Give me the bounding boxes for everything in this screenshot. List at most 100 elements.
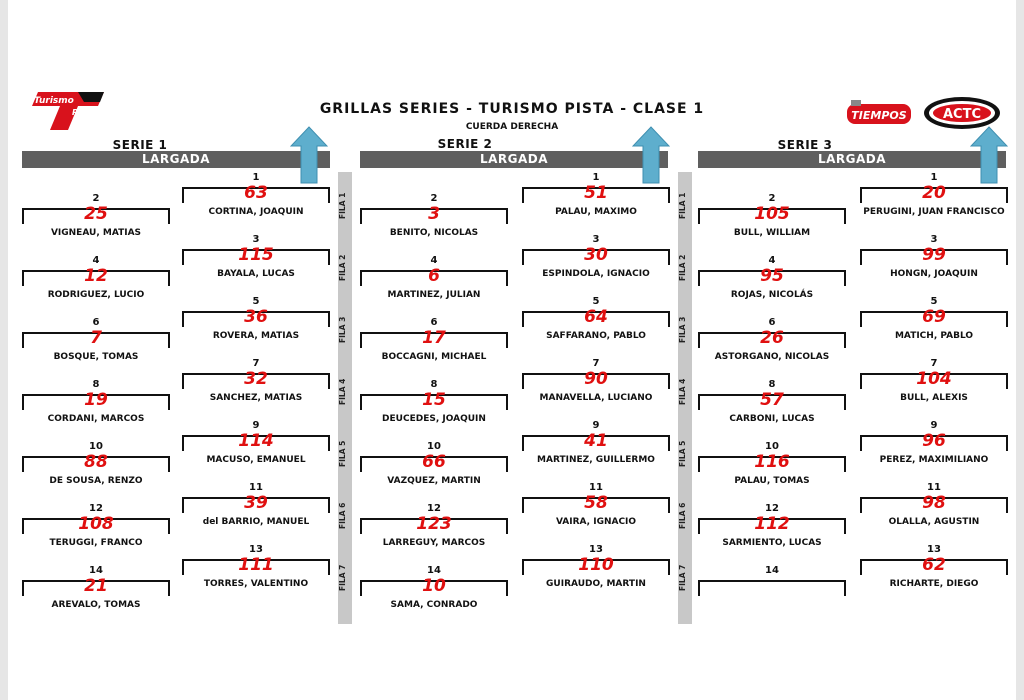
car-number: 41 — [584, 431, 608, 451]
logo-text-pista: Pista — [72, 108, 95, 117]
driver-name: CORTINA, JOAQUIN — [208, 207, 304, 217]
grid-position: 10 — [765, 441, 779, 452]
grid-box — [182, 559, 330, 575]
fila-label: FILA 4 — [678, 378, 687, 406]
grid-position: 13 — [249, 544, 263, 555]
grid-position: 10 — [427, 441, 441, 452]
fila-label: FILA 5 — [338, 440, 347, 468]
grid-position: 8 — [92, 379, 100, 390]
driver-name: MARTINEZ, GUILLERMO — [537, 455, 655, 465]
driver-name: VIGNEAU, MATIAS — [50, 228, 142, 238]
car-number: 62 — [922, 555, 946, 575]
grid-box — [522, 435, 670, 451]
car-number: 17 — [422, 328, 446, 348]
driver-name: ROJAS, NICOLÁS — [730, 290, 814, 300]
grid-position: 4 — [430, 255, 438, 266]
grid-position: 7 — [252, 358, 260, 369]
car-number: 111 — [238, 555, 274, 575]
page-subtitle: CUERDA DERECHA — [465, 122, 559, 132]
driver-name: RICHARTE, DIEGO — [889, 579, 979, 589]
grid-position: 3 — [930, 234, 938, 245]
car-number: 32 — [244, 369, 268, 389]
car-number: 36 — [244, 307, 268, 327]
grid-position: 5 — [592, 296, 600, 307]
driver-name: AREVALO, TOMAS — [51, 600, 141, 610]
car-number: 19 — [84, 390, 108, 410]
fila-label: FILA 7 — [678, 564, 687, 592]
grid-box — [22, 332, 170, 348]
serie-title: SERIE 3 — [777, 138, 833, 152]
car-number: 21 — [84, 576, 108, 596]
grid-position: 6 — [768, 317, 776, 328]
fila-label: FILA 2 — [338, 254, 347, 282]
car-number: 123 — [416, 514, 452, 534]
driver-name: ROVERA, MATIAS — [212, 331, 300, 341]
driver-name: MARTINEZ, JULIAN — [387, 290, 481, 300]
driver-name: BAYALA, LUCAS — [217, 269, 295, 279]
largada-bar: LARGADA — [22, 151, 330, 168]
driver-name: SAMA, CONRADO — [390, 600, 478, 610]
up-arrow-icon — [290, 126, 328, 184]
grid-box — [522, 249, 670, 265]
driver-name: DEUCEDES, JOAQUIN — [382, 414, 486, 424]
car-number: 26 — [760, 328, 784, 348]
grid-box — [522, 373, 670, 389]
grid-box — [360, 456, 508, 472]
grid-box — [522, 187, 670, 203]
fila-label: FILA 5 — [678, 440, 687, 468]
grid-box — [22, 518, 170, 534]
car-number: 10 — [422, 576, 446, 596]
grid-position: 8 — [430, 379, 438, 390]
fila-label: FILA 7 — [338, 564, 347, 592]
grid-box — [182, 497, 330, 513]
driver-name: CORDANI, MARCOS — [47, 414, 145, 424]
car-number: 57 — [760, 390, 784, 410]
driver-name: SARMIENTO, LUCAS — [722, 538, 822, 548]
driver-name: VAZQUEZ, MARTIN — [387, 476, 481, 486]
grid-box — [360, 580, 508, 596]
car-number: 90 — [584, 369, 608, 389]
car-number: 108 — [78, 514, 114, 534]
grid-box — [182, 373, 330, 389]
driver-name: MATICH, PABLO — [894, 331, 974, 341]
driver-name: MACUSO, EMANUEL — [206, 455, 306, 465]
grid-position: 2 — [430, 193, 438, 204]
grid-box — [698, 580, 846, 596]
car-number: 25 — [84, 204, 108, 224]
grid-position: 10 — [89, 441, 103, 452]
grid-position: 5 — [930, 296, 938, 307]
grid-position: 4 — [768, 255, 776, 266]
up-arrow-icon — [632, 126, 670, 184]
grid-position: 12 — [765, 503, 779, 514]
car-number: 96 — [922, 431, 946, 451]
grid-position: 5 — [252, 296, 260, 307]
driver-name: BOCCAGNI, MICHAEL — [381, 352, 487, 362]
fila-label: FILA 1 — [338, 192, 347, 220]
grid-box — [182, 435, 330, 451]
grid-box — [360, 332, 508, 348]
fila-label: FILA 2 — [678, 254, 687, 282]
grid-box — [360, 394, 508, 410]
tiempos-logo: TIEMPOS — [847, 100, 911, 124]
grid-position: 3 — [592, 234, 600, 245]
up-arrow-icon — [970, 126, 1008, 184]
grid-position: 1 — [592, 172, 600, 183]
